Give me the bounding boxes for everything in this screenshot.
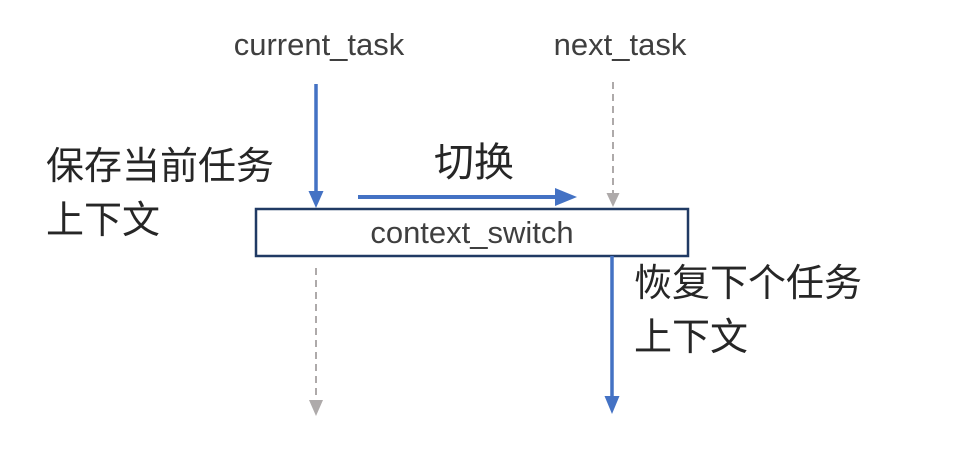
saved-context-dashed-arrow	[309, 268, 323, 416]
current-task-label: current_task	[233, 27, 405, 62]
next-task-dashed-arrow	[606, 82, 620, 207]
next-task-label: next_task	[553, 27, 687, 62]
save-context-label: 保存当前任务 上下文	[46, 146, 275, 242]
restore-context-label: 恢复下个任务 上下文	[634, 263, 863, 359]
current-task-arrow	[308, 84, 324, 208]
switch-label: 切换	[434, 141, 514, 185]
context-switch-label: context_switch	[370, 215, 574, 250]
context-switch-box	[254, 207, 690, 258]
restored-context-arrow	[604, 256, 620, 414]
switch-arrow	[358, 188, 577, 206]
